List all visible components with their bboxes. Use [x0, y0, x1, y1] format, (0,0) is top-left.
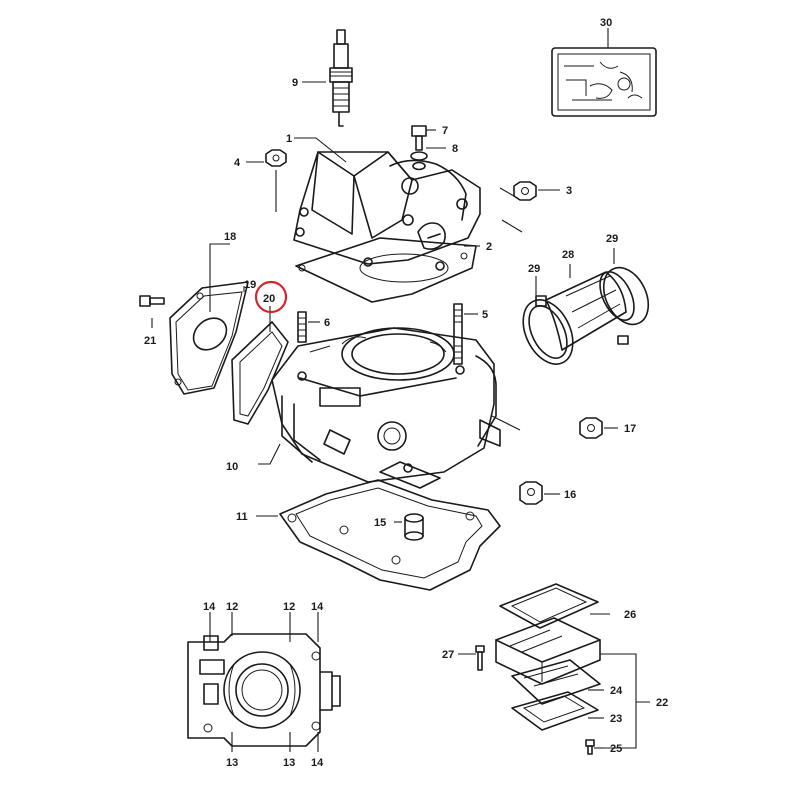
part-cylinder	[271, 327, 501, 489]
part-reed-gasket	[511, 691, 599, 731]
callout-22: 22	[656, 697, 668, 709]
callout-12-right: 12	[283, 601, 295, 613]
callout-23: 23	[610, 713, 622, 725]
callout-25: 25	[610, 743, 622, 755]
callout-12-left: 12	[226, 601, 238, 613]
part-reed-stopper	[511, 659, 601, 705]
part-exhaust-gasket	[231, 321, 289, 425]
part-reed-valve-block	[495, 617, 601, 685]
part-nut-right	[513, 181, 537, 201]
callout-13-left: 13	[226, 757, 238, 769]
callout-18: 18	[224, 231, 236, 243]
callout-6: 6	[324, 317, 330, 329]
part-base-gasket	[279, 479, 501, 591]
callout-8: 8	[452, 143, 458, 155]
callout-17: 17	[624, 423, 636, 435]
callout-19: 19	[244, 279, 256, 291]
callout-14-bottom: 14	[311, 757, 324, 769]
callout-10: 10	[226, 461, 238, 473]
callout-11: 11	[236, 511, 248, 523]
part-clamp-left	[522, 295, 574, 365]
part-intake-pipe	[545, 271, 635, 351]
callout-9: 9	[292, 77, 298, 89]
leader-lines	[151, 28, 650, 752]
callout-28: 28	[562, 249, 574, 261]
callout-14-top-left: 14	[203, 601, 216, 613]
callout-20: 20	[263, 293, 275, 305]
part-bolt-27	[475, 645, 485, 671]
part-nut-17	[579, 417, 603, 439]
callout-14-top-right: 14	[311, 601, 324, 613]
part-cylinder-head	[293, 151, 481, 271]
callout-7: 7	[442, 125, 448, 137]
part-gasket-kit	[551, 47, 657, 117]
callout-13-right: 13	[283, 757, 295, 769]
part-bolt-and-washer	[410, 125, 428, 171]
callout-3: 3	[566, 185, 572, 197]
callout-5: 5	[482, 309, 488, 321]
part-intake-gasket	[499, 583, 599, 629]
callout-1: 1	[286, 133, 292, 145]
part-head-gasket	[295, 237, 477, 303]
callout-24: 24	[610, 685, 623, 697]
part-screw-25	[585, 739, 595, 755]
part-clamp-right	[602, 266, 650, 345]
callout-labels: 1 2 3 4 5 6 7 8 9 10 11 12 12 13 13 14 1…	[144, 17, 668, 769]
part-stud-left	[297, 311, 307, 343]
callout-30: 30	[600, 17, 612, 29]
part-nut-16	[519, 481, 543, 505]
part-stud-right	[453, 303, 463, 365]
highlight-ring	[254, 280, 288, 314]
part-dowel-pin	[404, 513, 424, 541]
callout-26: 26	[624, 609, 636, 621]
callout-21: 21	[144, 335, 156, 347]
part-nut-left	[265, 149, 287, 167]
callout-29-right: 29	[606, 233, 618, 245]
part-cylinder-bottom-view	[187, 633, 341, 747]
part-spark-plug	[329, 29, 353, 127]
callout-4: 4	[234, 157, 241, 169]
callout-16: 16	[564, 489, 576, 501]
callout-2: 2	[486, 241, 492, 253]
callout-15: 15	[374, 517, 386, 529]
callout-27: 27	[442, 649, 454, 661]
callout-29-left: 29	[528, 263, 540, 275]
part-bolt-21	[139, 295, 165, 307]
part-exhaust-cover	[169, 281, 249, 395]
